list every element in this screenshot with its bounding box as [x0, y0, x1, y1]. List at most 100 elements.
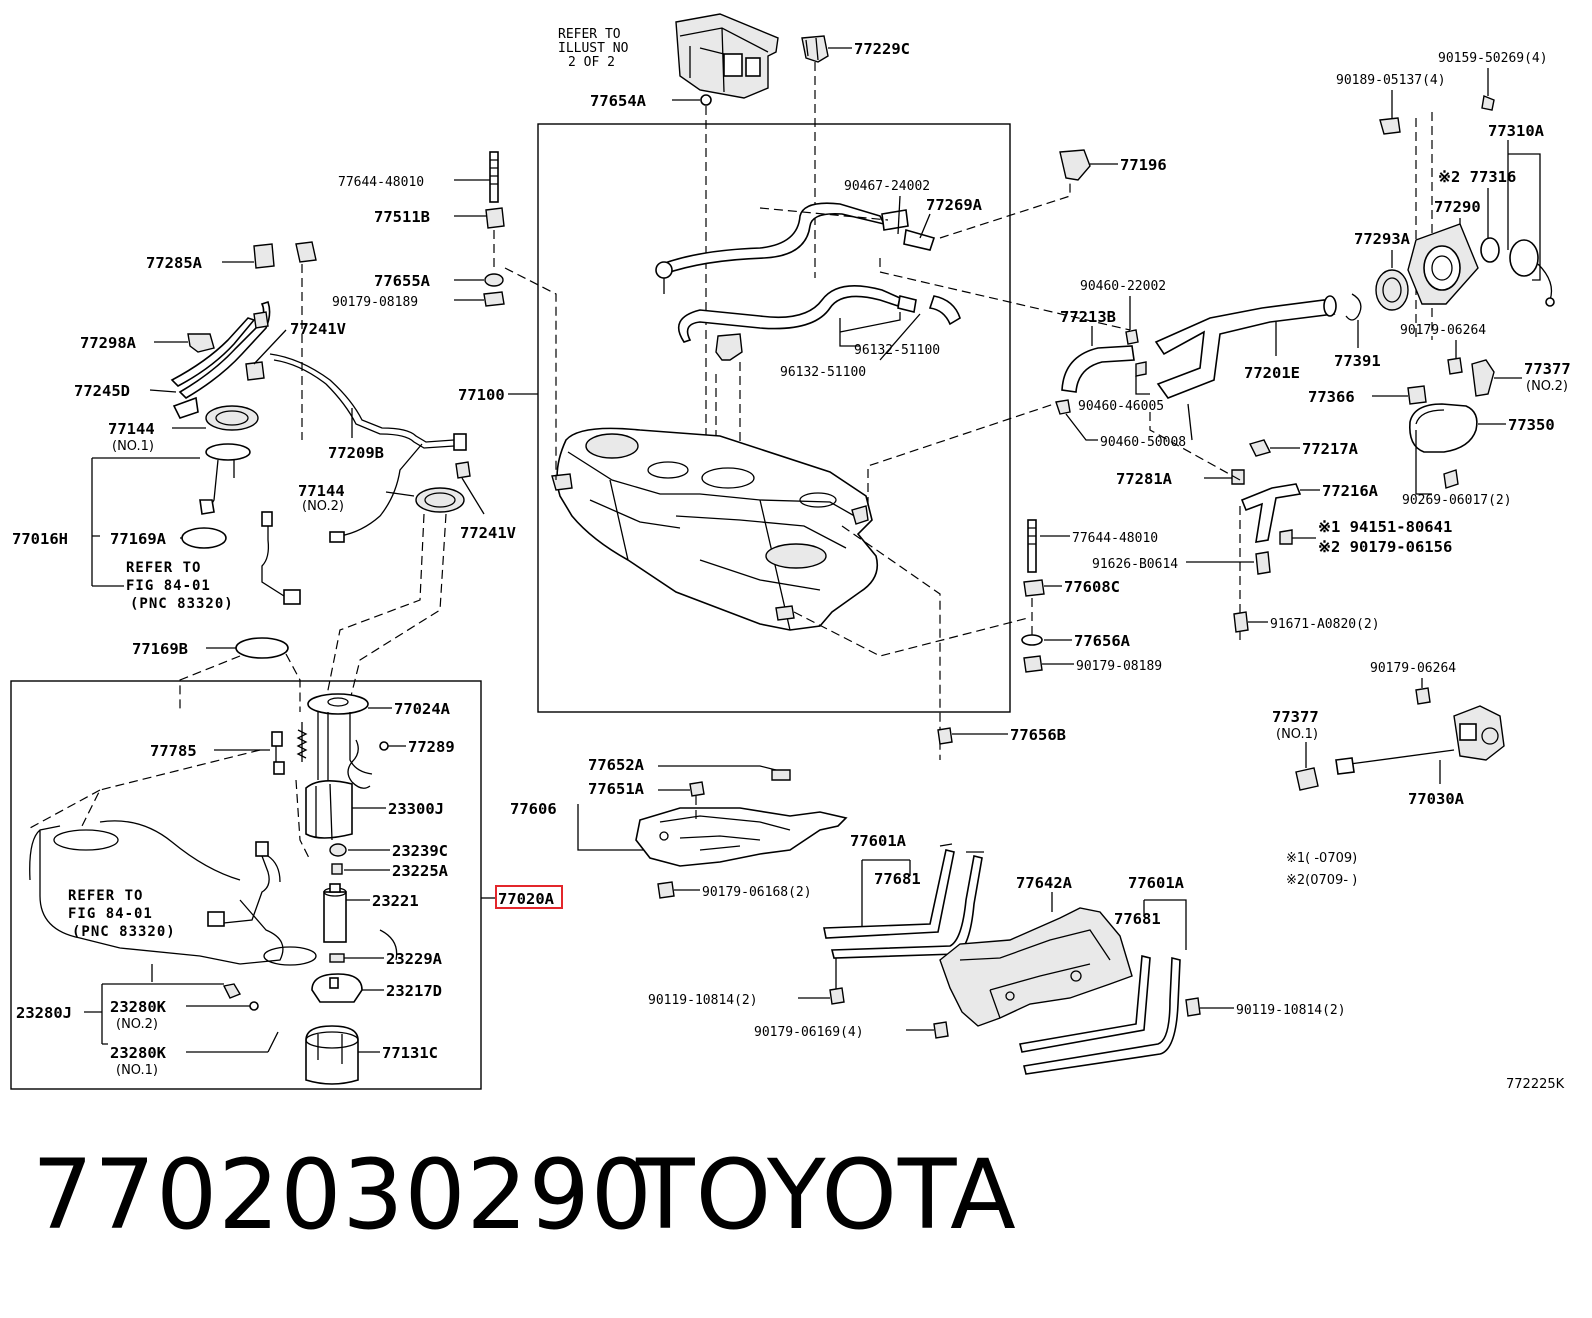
callout-77310A: 77310A: [1488, 122, 1545, 140]
callout-77030A: 77030A: [1408, 790, 1465, 808]
sender-gauge-no1: [199, 443, 251, 515]
footnote-2: ※2(0709- ): [1286, 873, 1357, 888]
filler-housing-icon: [1407, 223, 1479, 305]
callout-77169B: 77169B: [132, 640, 188, 658]
callout-77216A: 77216A: [1322, 482, 1379, 500]
fuel-door-opener-77030A: [1295, 705, 1505, 791]
refer-fig-bottom-line2: FIG 84-01: [68, 906, 153, 922]
refer-fig-top-line1: REFER TO: [126, 560, 201, 576]
clip-77229C-icon: [801, 35, 829, 63]
callout-no2c: (NO.2): [116, 1017, 158, 1032]
callout-23229A: 23229A: [386, 950, 443, 968]
callout-90467: 90467-24002: [844, 179, 930, 194]
callout-90179r2: 90179-06264: [1370, 661, 1456, 676]
callout-77201E: 77201E: [1244, 364, 1300, 382]
callout-77511B: 77511B: [374, 208, 430, 226]
lock-ring-no1-icon: [205, 405, 259, 431]
callout-77298A: 77298A: [80, 334, 137, 352]
callout-77100: 77100: [458, 386, 505, 404]
callout-77601Ab: 77601A: [1128, 874, 1185, 892]
fuel-tank-77100: [551, 427, 879, 631]
callout-90119b: 90119-10814(2): [1236, 1003, 1346, 1018]
callout-23280K2: 23280K: [110, 1044, 167, 1062]
filler-hose-77213B: [1061, 345, 1135, 393]
charcoal-canister: [675, 13, 779, 99]
lock-ring-no2-icon: [415, 487, 465, 513]
callout-77169A: 77169A: [110, 530, 167, 548]
callout-90179top: 90179-08189: [332, 295, 418, 310]
callout-77608C: 77608C: [1064, 578, 1120, 596]
fuel-tank-frame: [537, 123, 1011, 713]
refer-fig-top-line3: (PNC 83320): [130, 596, 234, 612]
callout-90179x2: ※2 90179-06156: [1318, 538, 1452, 556]
callout-77642A: 77642A: [1016, 874, 1073, 892]
callout-77651A: 77651A: [588, 780, 645, 798]
callout-91626: 91626-B0614: [1092, 557, 1178, 572]
bracket-77216A: [1240, 483, 1302, 543]
callout-77289: 77289: [408, 738, 455, 756]
callout-77229C: 77229C: [854, 40, 910, 58]
callout-77785: 77785: [150, 742, 197, 760]
tank-straps-left: [823, 843, 984, 959]
callout-77656A: 77656A: [1074, 632, 1131, 650]
protector-77606: [635, 807, 848, 867]
callout-90460b: 90460-46005: [1078, 399, 1164, 414]
callout-23217D: 23217D: [386, 982, 442, 1000]
callout-77209B: 77209B: [328, 444, 384, 462]
callout-77606: 77606: [510, 800, 557, 818]
callout-77245D: 77245D: [74, 382, 130, 400]
callout-77316: ※2 77316: [1438, 168, 1516, 186]
callout-77269A: 77269A: [926, 196, 983, 214]
callout-90179bot: 90179-06168(2): [702, 885, 812, 900]
callout-77293A: 77293A: [1354, 230, 1411, 248]
callout-77681a: 77681: [874, 870, 921, 888]
callout-77213B: 77213B: [1060, 308, 1116, 326]
callout-77241Vbot: 77241V: [460, 524, 516, 542]
fuel-pump-frame: [10, 680, 482, 1090]
pump-bracket-77024A: [307, 693, 373, 790]
callout-77654A: 77654A: [590, 92, 647, 110]
callout-77020A[interactable]: 77020A: [498, 890, 555, 908]
callout-94151: ※1 94151-80641: [1318, 518, 1452, 536]
callout-77652A: 77652A: [588, 756, 645, 774]
highlight-box: [495, 885, 563, 909]
part-number: 7702030290: [32, 1139, 653, 1251]
vent-hose-upper: [655, 202, 936, 294]
callout-23239C: 23239C: [392, 842, 448, 860]
callout-90179mid: 90179-08189: [1076, 659, 1162, 674]
callout-77377top: 77377: [1524, 360, 1571, 378]
connector-77785: [271, 731, 285, 775]
callout-77281A: 77281A: [1116, 470, 1173, 488]
callout-77131C: 77131C: [382, 1044, 438, 1062]
pipe-77644-48010-mid: [1027, 519, 1037, 573]
callout-77601Aa: 77601A: [850, 832, 907, 850]
callout-no2a: (NO.2): [302, 499, 344, 514]
fuel-lines-77209B: [170, 300, 467, 543]
callout-23221: 23221: [372, 892, 419, 910]
brand-name: TOYOTA: [636, 1139, 1017, 1251]
callout-77024A: 77024A: [394, 700, 451, 718]
callout-77016H: 77016H: [12, 530, 68, 548]
callout-77656B: 77656B: [1010, 726, 1066, 744]
callout-23300J: 23300J: [388, 800, 444, 818]
wire-harness-top: [261, 511, 301, 605]
tank-straps-right: [1019, 954, 1181, 1075]
callout-91671: 91671-A0820(2): [1270, 617, 1380, 632]
footnote-1: ※1( -0709): [1286, 851, 1357, 866]
diagram-code: 772225K: [1506, 1077, 1565, 1092]
callout-77285A: 77285A: [146, 254, 203, 272]
callout-77144no1: 77144: [108, 420, 155, 438]
filler-pipe-77201E: [1154, 295, 1337, 399]
callout-23225A: 23225A: [392, 862, 449, 880]
callout-77655A: 77655A: [374, 272, 431, 290]
callout-90179r: 90179-06264: [1400, 323, 1486, 338]
callout-90119a: 90119-10814(2): [648, 993, 758, 1008]
callout-77391: 77391: [1334, 352, 1381, 370]
callout-90179b4: 90179-06169(4): [754, 1025, 864, 1040]
fuel-lid-icon: [1408, 403, 1478, 453]
callout-23280K1: 23280K: [110, 998, 167, 1016]
pump-cover-23217D: [311, 973, 363, 1003]
callout-77644top: 77644-48010: [338, 175, 424, 190]
heat-insulator-77642A: [939, 907, 1133, 1027]
callout-77196: 77196: [1120, 156, 1167, 174]
